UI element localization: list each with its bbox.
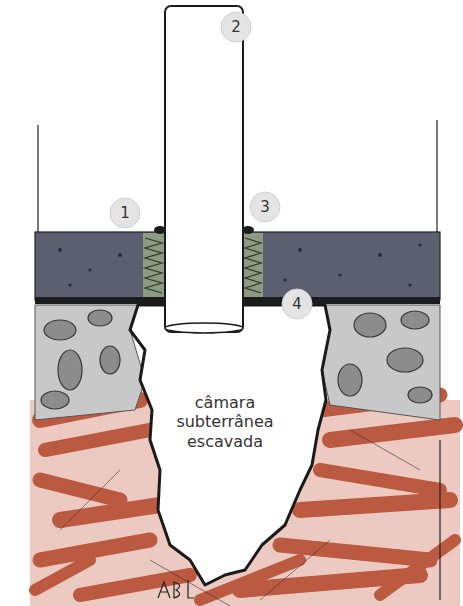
callout-circle [110,12,312,319]
callout-number: 3 [250,198,280,216]
excavated-chamber [130,305,330,585]
artist-signature [158,580,194,598]
sealant-bead [154,226,254,234]
pipe [165,6,243,333]
chamber-label: câmara subterrânea escavada [165,393,285,451]
frame-lines [38,120,440,600]
callout-number: 1 [110,204,140,222]
callout-number: 4 [282,295,312,313]
callout-number: 2 [221,18,251,36]
